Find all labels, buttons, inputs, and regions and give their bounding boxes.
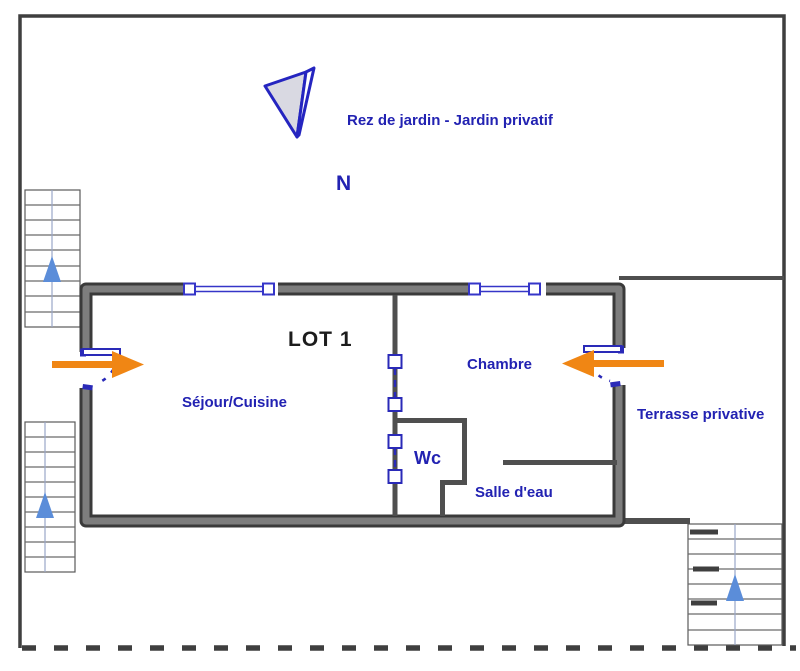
stairs-up-arrow-icon <box>726 574 744 601</box>
door-hinge <box>610 381 621 388</box>
door-leaf <box>82 348 121 356</box>
property-boundary <box>18 14 796 651</box>
window-opening <box>183 282 278 296</box>
stairs-up-arrow-icon <box>36 492 54 518</box>
partition-door-symbols <box>387 354 403 484</box>
entry-arrow-body <box>592 360 664 367</box>
stairs-upper-left <box>24 189 81 328</box>
stairs-bottom-right <box>687 523 783 646</box>
room-label-bedroom: Chambre <box>467 356 533 373</box>
floor-title: Rez de jardin - Jardin privatif <box>347 112 553 129</box>
window-opening <box>468 282 546 296</box>
window-jamb <box>262 282 275 296</box>
room-label-wc: Wc <box>414 448 441 468</box>
property-boundary-line <box>18 14 786 648</box>
room-label-living: Séjour/Cuisine <box>182 394 288 411</box>
north-label: N <box>336 172 352 195</box>
window-jamb <box>528 282 541 296</box>
window-jamb <box>468 282 481 296</box>
north-needle-right <box>295 66 316 139</box>
entry-arrow-head-icon <box>562 350 594 377</box>
window-jamb <box>183 282 196 296</box>
door-panel <box>387 469 403 484</box>
lot1-exterior-walls <box>79 282 626 528</box>
wc-walls <box>396 418 467 516</box>
entry-arrow-head-icon <box>112 351 144 378</box>
stairs-lower-left <box>24 421 76 573</box>
stairs-up-arrow-icon <box>43 256 61 282</box>
window-living-room <box>183 282 278 296</box>
lot-label: LOT 1 <box>288 328 353 351</box>
door-panel <box>387 397 403 412</box>
terrace-walls <box>619 276 784 524</box>
entry-arrow-body <box>52 361 114 368</box>
window-bedroom <box>468 282 546 296</box>
door-panel <box>387 434 403 449</box>
room-label-terrace: Terrasse privative <box>637 406 765 423</box>
wall-lower-run-core <box>82 385 623 525</box>
window-glass-lines <box>481 285 530 293</box>
north-arrow-icon <box>263 66 316 139</box>
wall-upper-run-core <box>82 285 623 352</box>
door-hinge <box>82 384 93 391</box>
room-label-shower: Salle d'eau <box>475 484 553 501</box>
door-panel <box>387 354 403 369</box>
door-leaf <box>583 345 622 353</box>
stair-cut-marks <box>690 529 719 606</box>
entrance-arrow-right <box>562 350 664 377</box>
entrance-arrow-left <box>52 351 144 378</box>
window-glass-lines <box>196 285 264 293</box>
